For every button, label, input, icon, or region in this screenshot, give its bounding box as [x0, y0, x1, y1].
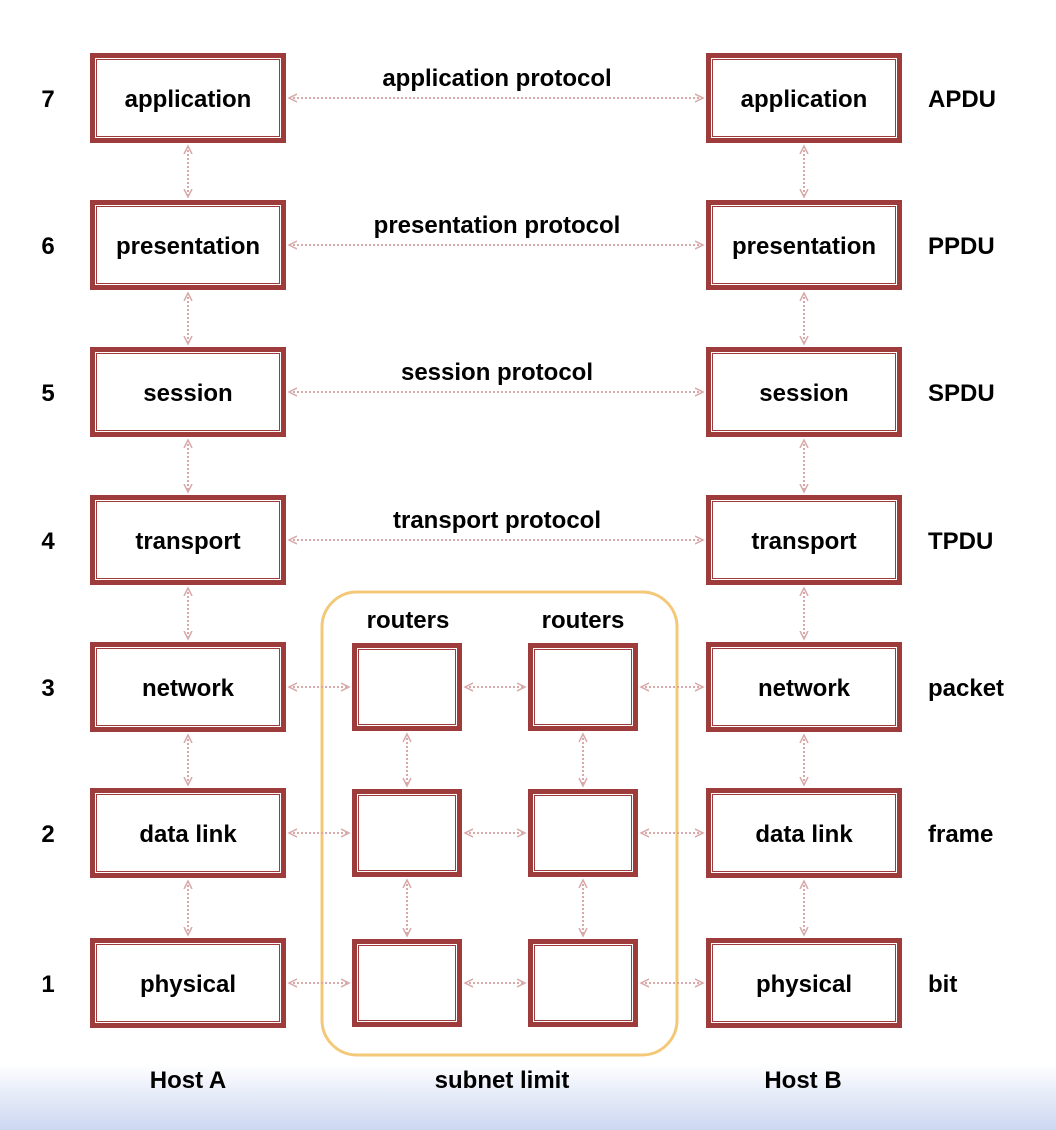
router-left-layer-2-box [352, 789, 462, 877]
host-b-layer-6-box-inner [712, 206, 896, 284]
host-b-layer-5-box-inner [712, 353, 896, 431]
pdu-label-5: SPDU [928, 380, 995, 407]
host-a-layer-1-box [90, 938, 286, 1028]
host-a-layer-2-label: data link [139, 821, 237, 848]
router-left-layer-1-box [352, 939, 462, 1027]
host-b-layer-4-box [706, 495, 902, 585]
host-b-layer-1-box-inner [712, 944, 896, 1022]
host-a-layer-4-box-inner [96, 501, 280, 579]
host-b-layer-3-box-inner [712, 648, 896, 726]
host-a-layer-4-box [90, 495, 286, 585]
host-b-layer-4-label: transport [751, 528, 856, 555]
protocol-label-7: application protocol [382, 65, 611, 92]
router-left-layer-1-box-inner [358, 945, 456, 1021]
router-right-layer-3-box-inner [534, 649, 632, 725]
host-b-layer-5-label: session [759, 380, 848, 407]
routers-label-left: routers [367, 607, 450, 634]
pdu-label-7: APDU [928, 86, 996, 113]
host-a-layer-3-label: network [142, 675, 235, 702]
pdu-label-1: bit [928, 971, 957, 998]
host-a-layer-3-box [90, 642, 286, 732]
host-a-layer-7-label: application [125, 86, 252, 113]
router-right-layer-2-box-inner [534, 795, 632, 871]
host-a-layer-6-box [90, 200, 286, 290]
host-b-layer-3-label: network [758, 675, 851, 702]
host-a-layer-5-box [90, 347, 286, 437]
host-b-layer-4-box-inner [712, 501, 896, 579]
routers-label-right: routers [542, 607, 625, 634]
boxes [90, 53, 902, 1028]
labels: application application 7 APDU application p… [41, 65, 1004, 998]
host-b-label: Host B [764, 1067, 841, 1094]
host-a-layer-6-box-inner [96, 206, 280, 284]
host-a-layer-2-box-inner [96, 794, 280, 872]
router-right-layer-3-box [528, 643, 638, 731]
host-a-layer-1-label: physical [140, 971, 236, 998]
host-a-layer-7-box [90, 53, 286, 143]
protocol-label-5: session protocol [401, 359, 593, 386]
host-b-layer-1-box [706, 938, 902, 1028]
arrows [188, 98, 804, 983]
host-b-layer-2-label: data link [755, 821, 853, 848]
router-left-layer-3-box [352, 643, 462, 731]
layer-number-1: 1 [41, 971, 54, 998]
host-b-layer-2-box [706, 788, 902, 878]
host-b-layer-1-label: physical [756, 971, 852, 998]
host-a-layer-2-box [90, 788, 286, 878]
layer-number-3: 3 [41, 675, 54, 702]
host-a-layer-6-label: presentation [116, 233, 260, 260]
host-a-layer-5-box-inner [96, 353, 280, 431]
layer-number-7: 7 [41, 86, 54, 113]
protocol-label-6: presentation protocol [374, 212, 621, 239]
host-b-layer-6-box [706, 200, 902, 290]
layer-number-4: 4 [41, 528, 55, 555]
host-b-layer-7-box-inner [712, 59, 896, 137]
layer-number-2: 2 [41, 821, 54, 848]
host-a-layer-4-label: transport [135, 528, 240, 555]
protocol-label-4: transport protocol [393, 507, 601, 534]
host-b-layer-6-label: presentation [732, 233, 876, 260]
host-a-layer-3-box-inner [96, 648, 280, 726]
host-a-label: Host A [150, 1067, 226, 1094]
router-left-layer-3-box-inner [358, 649, 456, 725]
layer-number-6: 6 [41, 233, 54, 260]
router-right-layer-2-box [528, 789, 638, 877]
pdu-label-3: packet [928, 675, 1004, 702]
router-right-layer-1-box [528, 939, 638, 1027]
host-b-layer-5-box [706, 347, 902, 437]
router-right-layer-1-box-inner [534, 945, 632, 1021]
pdu-label-6: PPDU [928, 233, 995, 260]
host-a-layer-1-box-inner [96, 944, 280, 1022]
host-a-layer-5-label: session [143, 380, 232, 407]
pdu-label-4: TPDU [928, 528, 993, 555]
host-b-layer-7-box [706, 53, 902, 143]
host-a-layer-7-box-inner [96, 59, 280, 137]
host-b-layer-3-box [706, 642, 902, 732]
subnet-boundary [320, 590, 679, 1057]
subnet-limit-label: subnet limit [435, 1067, 570, 1094]
host-b-layer-7-label: application [741, 86, 868, 113]
layer-number-5: 5 [41, 380, 54, 407]
host-b-layer-2-box-inner [712, 794, 896, 872]
pdu-label-2: frame [928, 821, 993, 848]
router-left-layer-2-box-inner [358, 795, 456, 871]
